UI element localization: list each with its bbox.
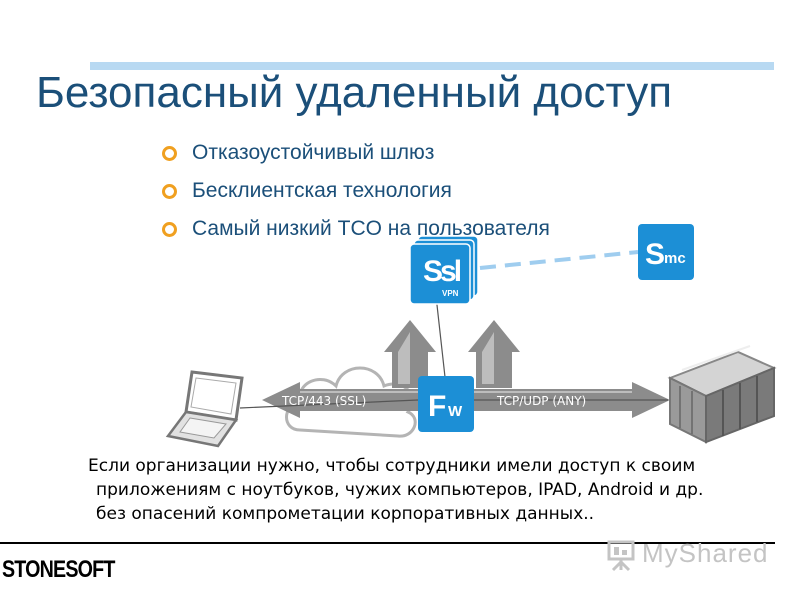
ssl-to-fw-line (435, 295, 447, 387)
bullet-item: Самый низкий TCO на пользователя (162, 210, 550, 248)
bullet-ring-icon (162, 145, 177, 161)
bullet-item: Бесклиентская технология (162, 172, 550, 210)
bullet-text: Самый низкий TCO на пользователя (192, 217, 550, 240)
fw-w-label: W (448, 403, 463, 420)
description-text: Если организации нужно, чтобы сотрудники… (88, 454, 778, 526)
bullet-list: Отказоустойчивый шлюз Бесклиентская техн… (162, 134, 550, 248)
bullet-ring-icon (162, 183, 177, 199)
smc-icon: S mc (638, 224, 694, 280)
bullet-item: Отказоустойчивый шлюз (162, 134, 550, 172)
smc-mc-label: mc (664, 250, 686, 267)
myshared-watermark: MyShared (606, 538, 769, 572)
ssl-vpn-icon: Ssl VPN (409, 235, 479, 305)
up-arrow-left (384, 320, 436, 388)
server-rack-icon (667, 345, 777, 444)
caption-line: без опасений компрометации корпоративных… (96, 504, 595, 524)
stonesoft-logo: STONESOFT (2, 556, 115, 583)
fw-f-label: F (428, 390, 446, 423)
firewall-icon: F W (418, 376, 474, 432)
smc-s-label: S (645, 238, 665, 271)
right-link-label: TCP/UDP (ANY) (496, 394, 586, 408)
title-accent-rule (90, 62, 774, 70)
bullet-text: Бесклиентская технология (192, 179, 452, 202)
caption-line: Если организации нужно, чтобы сотрудники… (88, 456, 696, 476)
vpn-label: VPN (442, 289, 459, 298)
ssl-smc-dashed-link (479, 250, 639, 270)
caption-line: приложениям с ноутбуков, чужих компьютер… (96, 480, 704, 500)
presentation-board-icon (607, 540, 635, 572)
laptop-link-line (239, 399, 419, 409)
footer-rule (0, 542, 775, 544)
up-arrow-right (468, 320, 520, 388)
bullet-text: Отказоустойчивый шлюз (192, 141, 435, 164)
watermark-text: MyShared (642, 538, 769, 568)
ssl-label: Ssl (423, 255, 461, 288)
bullet-ring-icon (162, 221, 177, 237)
left-link-label: TCP/443 (SSL) (281, 394, 366, 408)
slide-title: Безопасный удаленный доступ (36, 68, 673, 117)
laptop-icon (165, 370, 244, 448)
